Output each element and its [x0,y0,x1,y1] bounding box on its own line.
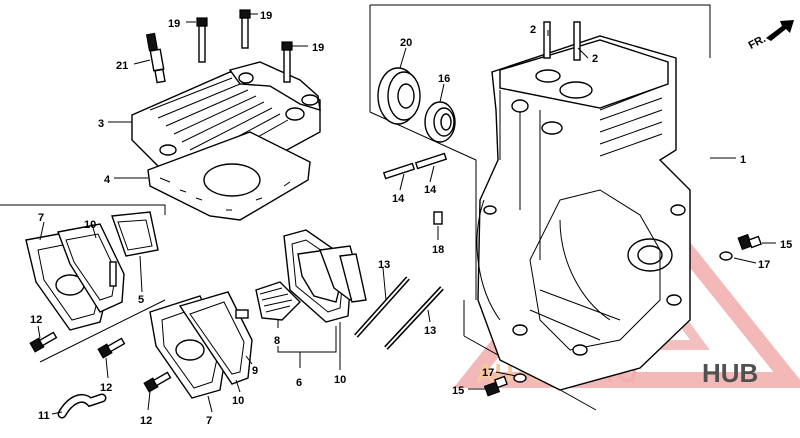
dowel-pin [433,211,443,225]
breather-group-middle [283,229,367,323]
stud-bolts [543,21,581,61]
callout-18: 18 [432,244,444,256]
callout-6: 6 [296,377,302,389]
callout-13a: 13 [378,259,390,271]
breather-gasket-upper [57,223,125,313]
breather-filter [255,281,301,321]
stud-pins [382,152,448,180]
leader-lines [37,13,776,415]
callout-12b: 12 [100,382,112,394]
cylinder-block [476,35,691,391]
head-bolts [196,9,293,83]
breather-plate [111,211,159,257]
long-studs [354,276,444,350]
callout-7b: 7 [206,415,212,427]
callout-labels: 19 19 19 21 3 4 20 16 2 2 1 14 14 18 15 … [30,10,792,427]
callout-5: 5 [138,294,144,306]
bolt-12-lower [143,371,172,393]
callout-21: 21 [116,60,128,72]
callout-19c: 19 [312,42,324,54]
head-gasket [147,131,311,221]
front-direction-arrow: FR. [747,20,794,52]
watermark-text-part3: HUB [702,358,758,388]
callout-16: 16 [438,73,450,85]
callout-19a: 19 [168,18,180,30]
callout-17a: 17 [758,259,770,271]
callout-8: 8 [274,335,280,347]
drain-bolt-right [719,233,762,261]
callout-3: 3 [98,118,104,130]
breather-group-frame [0,204,166,363]
callout-2a: 2 [530,24,536,36]
callout-1: 1 [740,154,746,166]
bolt-12-middle [97,337,126,359]
callout-10a: 10 [84,219,96,231]
callout-2b: 2 [592,53,598,65]
callout-7a: 7 [38,212,44,224]
callout-14b: 14 [424,184,437,196]
callout-10c: 10 [232,395,244,407]
callout-13b: 13 [424,325,436,337]
breather-gasket-lower [178,291,253,385]
bolt-12-upper [29,331,58,353]
callout-20: 20 [400,37,412,49]
breather-hose [57,393,107,419]
callout-12c: 12 [140,415,152,427]
spark-plug [145,32,166,84]
callout-10b: 10 [334,374,346,386]
drain-bolt-bottom [483,373,527,397]
callout-9: 9 [252,365,258,377]
callout-4: 4 [104,174,111,186]
oil-seal [424,101,456,143]
callout-19b: 19 [260,10,272,22]
front-direction-label: FR. [747,33,768,52]
callout-11: 11 [38,410,50,422]
callout-12a: 12 [30,314,42,326]
callout-15b: 15 [452,385,464,397]
callout-14a: 14 [392,193,405,205]
callout-15a: 15 [780,239,792,251]
ball-bearing [377,67,421,125]
callout-17b: 17 [482,367,494,379]
